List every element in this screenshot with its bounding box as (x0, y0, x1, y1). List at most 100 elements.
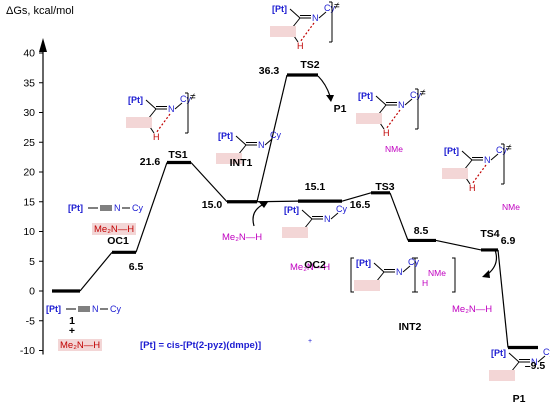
me2nh-INT1: Me₂N—H (222, 232, 262, 243)
bond (289, 8, 301, 19)
legend-pt-sup: + (308, 338, 312, 345)
pt-label: [Pt] (68, 203, 83, 213)
bond (174, 102, 183, 110)
ts-symbol: ≠ (334, 1, 340, 12)
value-P1: –9.5 (525, 360, 546, 372)
h-label: H (469, 183, 476, 193)
label-TS3: TS3 (375, 181, 394, 193)
label-OC1: OC1 (107, 235, 129, 247)
h-INT2: H (422, 278, 428, 288)
bond (490, 153, 499, 161)
y-tick-label: 25 (23, 137, 35, 149)
bond (375, 95, 387, 106)
y-tick-label: 0 (29, 286, 35, 298)
ts-symbol: ≠ (190, 92, 196, 103)
structure-INT2 (350, 257, 456, 293)
value-OC1: 6.5 (129, 261, 144, 273)
pt-label: [Pt] (218, 131, 233, 141)
me2nh-reactant: Me₂N—H (60, 340, 100, 351)
label-P1: P1 (513, 393, 526, 405)
n-label: N (531, 357, 538, 367)
pt-label: [Pt] (128, 95, 143, 105)
energy-levels (52, 73, 538, 350)
y-tick-label: 15 (23, 196, 35, 208)
pt-label: [Pt] (284, 205, 299, 215)
n-label: N (258, 140, 265, 150)
nme2-highlight (489, 370, 515, 381)
n-label: N (92, 304, 99, 314)
dashed-bond (385, 109, 401, 130)
legend-pt: [Pt] = cis-[Pt(2-pyz)(dmpe)] (140, 340, 261, 351)
pt-label: [Pt] (356, 258, 371, 268)
cy-label: Cy (132, 203, 143, 213)
n-label: N (398, 100, 405, 110)
dashed-bond (471, 164, 487, 185)
cy-label: Cy (324, 3, 335, 13)
structure-OC1: [Pt] N Cy (68, 203, 143, 213)
pt-label: [Pt] (444, 146, 459, 156)
bond (318, 11, 327, 19)
connector-TS1-INT1 (190, 162, 228, 203)
nme2-highlight (356, 113, 382, 124)
nme2-TS4: NMe (502, 202, 520, 212)
cy-label: Cy (180, 94, 191, 104)
nme2-TS3: NMe (385, 144, 403, 154)
connector-R-OC1 (79, 251, 113, 292)
cy-label: Cy (543, 347, 550, 357)
connector-OC1-TS1 (135, 162, 168, 253)
bond (373, 262, 385, 273)
value-TS2: 36.3 (259, 65, 280, 77)
nme2-highlight (282, 227, 308, 238)
cy-label: Cy (336, 204, 347, 214)
y-tick-label: 20 (23, 167, 35, 179)
bond (461, 150, 473, 161)
nme2-highlight (270, 26, 296, 37)
ts-symbol: ≠ (506, 143, 512, 154)
arrow-me2nh-out-head (482, 270, 490, 278)
n-label: N (114, 203, 121, 213)
pt-label: [Pt] (491, 348, 506, 358)
connector-TS4-P1 (497, 249, 509, 348)
label-INT1: INT1 (230, 157, 253, 169)
nme2-highlight (126, 117, 152, 128)
me2nh-OC2: Me₂N—H (290, 262, 330, 273)
bond (145, 99, 157, 110)
label-plus: + (69, 325, 75, 337)
bond (264, 138, 273, 146)
bond (404, 98, 413, 106)
label-R: 1 (69, 315, 75, 327)
nme2-highlight (354, 280, 380, 291)
y-tick-label: 5 (29, 256, 35, 268)
connector-INT2-TS4 (435, 239, 482, 251)
me2nh-highlight (92, 223, 136, 235)
y-tick-label: 40 (23, 48, 35, 60)
nme2-highlight (216, 153, 242, 164)
bracket (414, 257, 418, 293)
me2nh-OC1: Me₂N—H (94, 224, 134, 235)
label-TS1: TS1 (168, 149, 187, 161)
h-label: H (383, 128, 390, 138)
arrow-me2nh-in (252, 204, 263, 227)
cy-label: Cy (408, 257, 419, 267)
bond (301, 209, 313, 220)
connector-TS3-INT2 (389, 192, 409, 241)
reaction-path (79, 74, 509, 348)
y-tick-label: 35 (23, 77, 35, 89)
nme2-INT2: NMe (428, 268, 446, 278)
n-label: N (312, 13, 319, 23)
n-label: N (324, 214, 331, 224)
me2nh-highlight (58, 339, 102, 351)
bond (537, 355, 546, 363)
nme2-highlight (442, 168, 468, 179)
value-TS4: 6.9 (501, 235, 516, 247)
bond (330, 212, 339, 220)
structures: [Pt]NCyMe₂N—H[Pt]NCyMe₂N—H[Pt]NCyMe2NH≠[… (46, 1, 550, 383)
cy-label: Cy (410, 90, 421, 100)
y-tick-label: -5 (26, 315, 35, 327)
me2nh-TS4: Me₂N—H (452, 304, 492, 315)
n-label: N (168, 104, 175, 114)
n-label: N (484, 155, 491, 165)
h-label: H (297, 41, 304, 51)
y-axis-arrow (39, 38, 47, 52)
